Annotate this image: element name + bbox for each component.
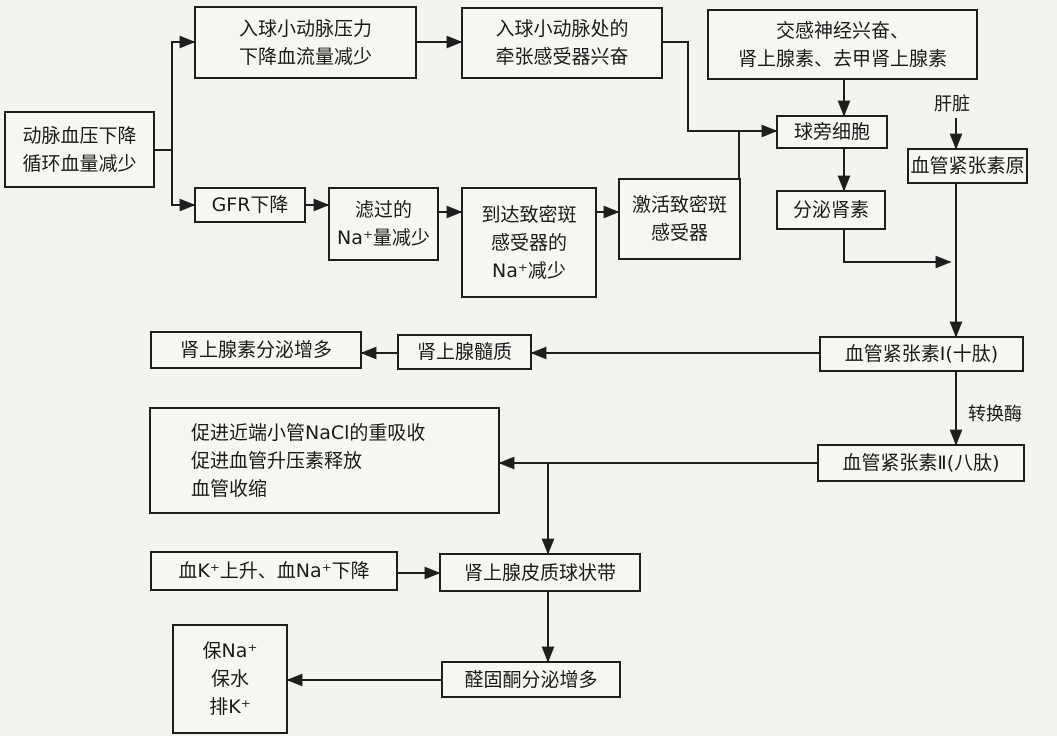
node-angiotensinogen: 血管紧张素原 bbox=[907, 148, 1028, 184]
node-text-line: 入球小动脉压力 bbox=[238, 17, 372, 40]
node-text-line: 下降血流量减少 bbox=[238, 45, 372, 68]
node-blood-pressure-drop: 动脉血压下降循环血量减少 bbox=[4, 111, 155, 188]
node-text-line: 血管紧张素原 bbox=[910, 155, 1025, 177]
node-text-line: 肾上腺皮质球状带 bbox=[463, 561, 616, 584]
node-stretch-receptor: 入球小动脉处的牵张感受器兴奋 bbox=[461, 7, 663, 79]
node-aldosterone-increase: 醛固酮分泌增多 bbox=[441, 661, 621, 698]
node-gfr-drop: GFR下降 bbox=[194, 187, 306, 223]
node-text-line: 醛固酮分泌增多 bbox=[464, 668, 598, 691]
node-plasma-k-na: 血K⁺上升、血Na⁺下降 bbox=[150, 551, 398, 591]
label-liver: 肝脏 bbox=[934, 94, 970, 115]
arrow-bp-to-gfr bbox=[171, 150, 196, 212]
node-adrenaline-increase: 肾上腺素分泌增多 bbox=[150, 331, 362, 369]
node-text-line: 促进近端小管NaCl的重吸收 bbox=[191, 421, 426, 444]
node-text-line: 肾上腺素分泌增多 bbox=[179, 339, 332, 361]
node-text-line: 保水 bbox=[210, 668, 249, 690]
label-converting-enzyme: 转换酶 bbox=[968, 404, 1022, 425]
node-text-line: 肾上腺素、去甲肾上腺素 bbox=[737, 47, 947, 70]
node-ang2-effects: 促进近端小管NaCl的重吸收促进血管升压素释放血管收缩 bbox=[149, 407, 500, 514]
node-text-line: GFR下降 bbox=[211, 194, 289, 216]
node-text-line: 动脉血压下降 bbox=[22, 124, 137, 147]
node-afferent-pressure-drop: 入球小动脉压力下降血流量减少 bbox=[194, 6, 417, 79]
node-text-line: 分泌肾素 bbox=[792, 199, 869, 221]
node-text-line: 保Na⁺ bbox=[202, 640, 258, 662]
node-zona-glomerulosa: 肾上腺皮质球状带 bbox=[439, 553, 641, 592]
node-angiotensin-2: 血管紧张素Ⅱ(八肽) bbox=[817, 444, 1025, 482]
node-text-line: 激活致密斑 bbox=[631, 194, 727, 216]
node-text-line: 到达致密斑 bbox=[481, 203, 577, 226]
node-adrenal-medulla: 肾上腺髓质 bbox=[397, 334, 532, 370]
node-text-line: Na⁺减少 bbox=[492, 259, 566, 282]
node-text-line: 肾上腺髓质 bbox=[416, 341, 512, 363]
node-text-line: 交感神经兴奋、 bbox=[775, 19, 909, 42]
node-text-line: 血管紧张素Ⅰ(十肽) bbox=[844, 343, 999, 365]
node-text-line: 牵张感受器兴奋 bbox=[495, 46, 629, 68]
node-text-line: 促进血管升压素释放 bbox=[191, 449, 363, 472]
node-activate-macula-densa: 激活致密斑感受器 bbox=[618, 178, 741, 260]
node-text-line: Na⁺量减少 bbox=[337, 227, 430, 249]
node-juxtaglomerular-cell: 球旁细胞 bbox=[776, 115, 888, 149]
node-renin-secretion: 分泌肾素 bbox=[776, 190, 886, 230]
node-text-line: 感受器 bbox=[650, 222, 708, 244]
node-angiotensin-1: 血管紧张素Ⅰ(十肽) bbox=[819, 336, 1024, 372]
node-text-line: 球旁细胞 bbox=[793, 121, 870, 143]
node-text-line: 血K⁺上升、血Na⁺下降 bbox=[178, 560, 370, 582]
node-text-line: 入球小动脉处的 bbox=[495, 18, 629, 40]
node-filtered-na: 滤过的 Na⁺量减少 bbox=[328, 187, 439, 261]
arrow-bp-to-press bbox=[171, 35, 196, 150]
node-macula-densa-na: 到达致密斑感受器的 Na⁺减少 bbox=[461, 187, 597, 298]
node-text-line: 感受器的 bbox=[490, 231, 567, 254]
node-text-line: 血管收缩 bbox=[191, 477, 268, 500]
node-text-line: 循环血量减少 bbox=[22, 152, 137, 175]
arrow-renin-to-ang1-join bbox=[843, 230, 952, 269]
node-text-line: 滤过的 bbox=[354, 199, 412, 221]
node-sympathetic: 交感神经兴奋、肾上腺素、去甲肾上腺素 bbox=[707, 9, 978, 80]
arrow-stretch-to-jg bbox=[663, 41, 778, 138]
node-text-line: 血管紧张素Ⅱ(八肽) bbox=[842, 452, 1000, 474]
node-text-line: 排K⁺ bbox=[209, 696, 251, 718]
node-aldosterone-effects: 保Na⁺ 保水排K⁺ bbox=[172, 624, 288, 734]
